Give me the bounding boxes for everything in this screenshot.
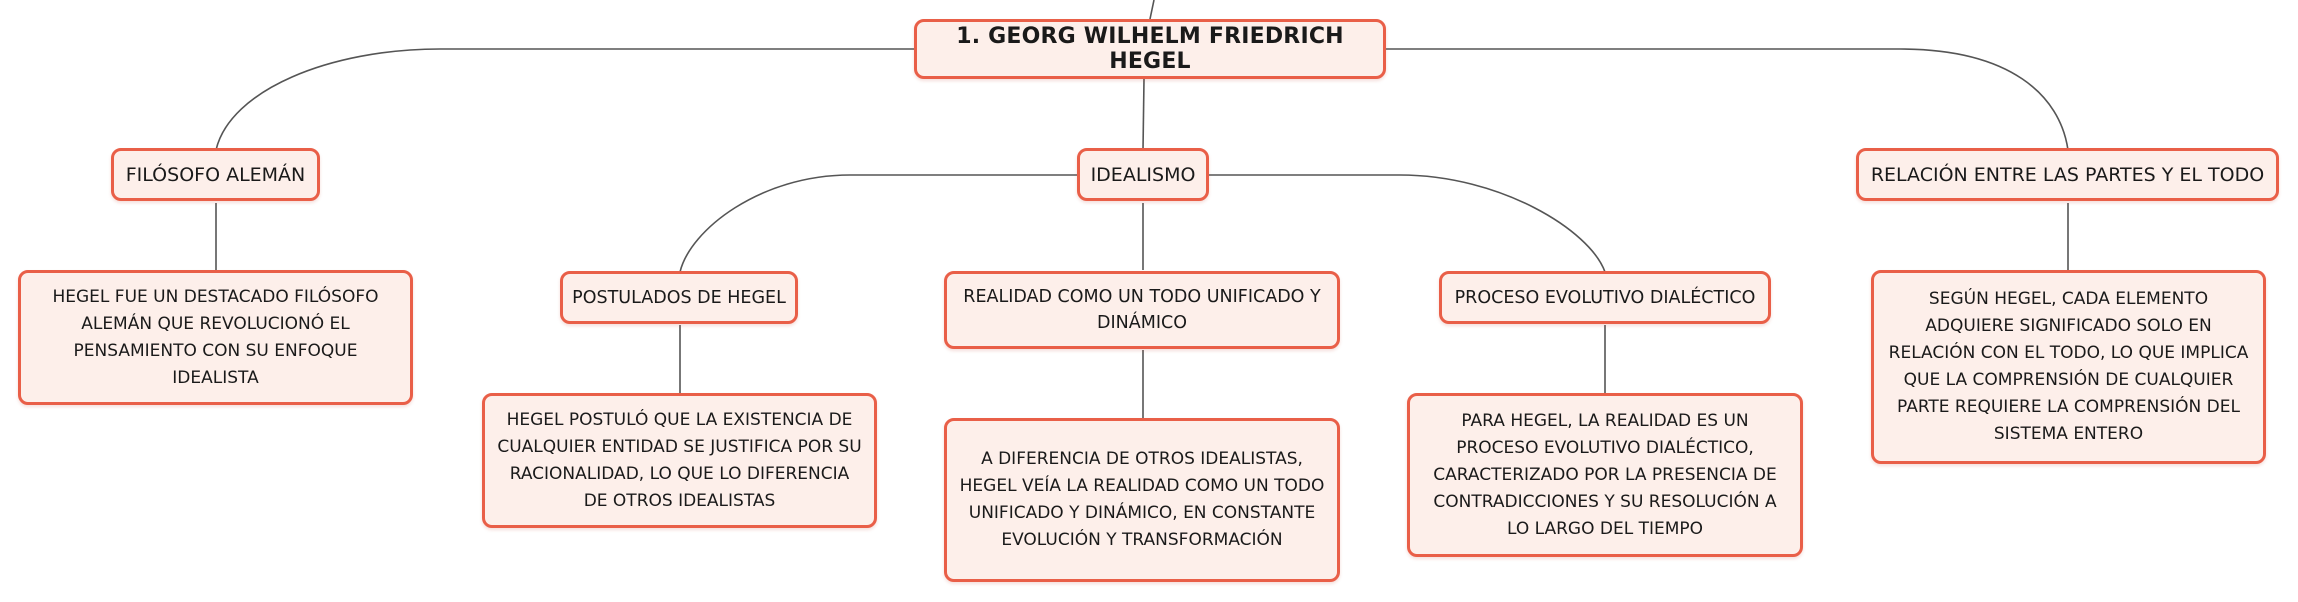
detail-realidad[interactable]: A DIFERENCIA DE OTROS IDEALISTAS, HEGEL … bbox=[944, 418, 1340, 582]
detail-proceso[interactable]: PARA HEGEL, LA REALIDAD ES UN PROCESO EV… bbox=[1407, 393, 1803, 557]
connector-idealismo-postulados bbox=[679, 174, 1079, 273]
connector-root-idealismo bbox=[1142, 78, 1145, 151]
subtopic-proceso[interactable]: PROCESO EVOLUTIVO DIALÉCTICO bbox=[1439, 271, 1771, 324]
root-node[interactable]: 1. GEORG WILHELM FRIEDRICH HEGEL bbox=[914, 19, 1386, 79]
detail-filosofo-aleman[interactable]: HEGEL FUE UN DESTACADO FILÓSOFO ALEMÁN Q… bbox=[18, 270, 413, 405]
subtopic-realidad[interactable]: REALIDAD COMO UN TODO UNIFICADO Y DINÁMI… bbox=[944, 271, 1340, 349]
connector-idealismo-proceso bbox=[1208, 174, 1606, 273]
topic-idealismo[interactable]: IDEALISMO bbox=[1077, 148, 1209, 201]
topic-relacion-partes-todo[interactable]: RELACIÓN ENTRE LAS PARTES Y EL TODO bbox=[1856, 148, 2279, 201]
topic-filosofo-aleman[interactable]: FILÓSOFO ALEMÁN bbox=[111, 148, 320, 201]
subtopic-postulados[interactable]: POSTULADOS DE HEGEL bbox=[560, 271, 798, 324]
detail-postulados[interactable]: HEGEL POSTULÓ QUE LA EXISTENCIA DE CUALQ… bbox=[482, 393, 877, 528]
incoming-connector bbox=[1149, 0, 1155, 20]
connector-root-aleman bbox=[215, 48, 914, 151]
detail-relacion[interactable]: SEGÚN HEGEL, CADA ELEMENTO ADQUIERE SIGN… bbox=[1871, 270, 2266, 464]
connector-root-relacion bbox=[1386, 48, 2069, 151]
